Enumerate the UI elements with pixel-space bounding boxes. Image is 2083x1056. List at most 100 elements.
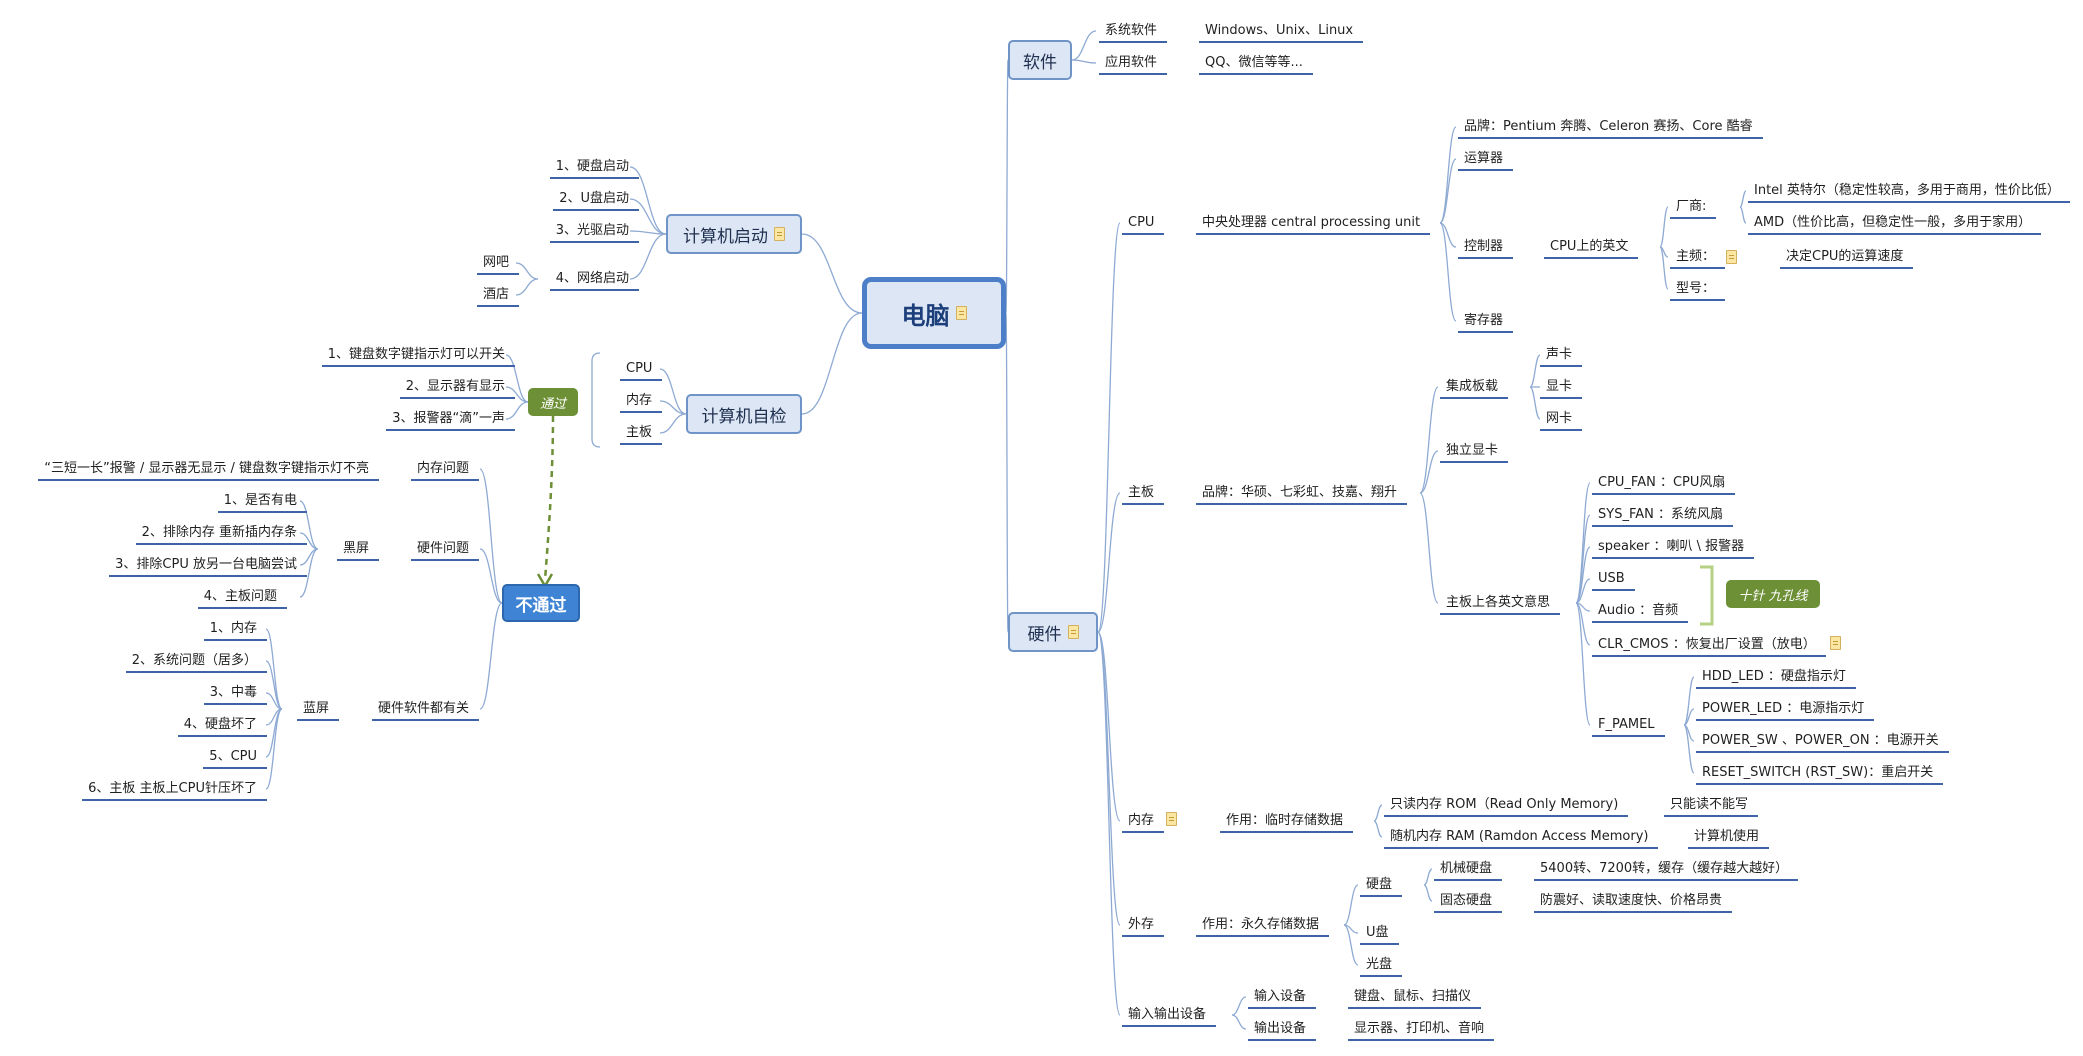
board-label[interactable]: 主板: [1128, 485, 1155, 500]
board-brand[interactable]: 品牌：华硕、七彩虹、技嘉、翔升: [1202, 485, 1398, 500]
storage-hdd[interactable]: 硬盘: [1366, 877, 1393, 892]
memory-rom-desc[interactable]: 只能读不能写: [1670, 797, 1749, 812]
board-english-label[interactable]: 主板上各英文意思: [1446, 595, 1551, 610]
hardware-node[interactable]: 硬件: [1008, 612, 1098, 652]
boot-item-1[interactable]: 1、硬盘启动: [555, 159, 629, 174]
storage-mech-label[interactable]: 机械硬盘: [1440, 861, 1493, 876]
io-input-desc[interactable]: 键盘、鼠标、扫描仪: [1354, 989, 1472, 1004]
cpu-sub-label[interactable]: 中央处理器 central processing unit: [1202, 215, 1421, 230]
boot-node[interactable]: 计算机启动: [666, 214, 802, 254]
boot-item-4[interactable]: 4、网络启动: [555, 271, 629, 286]
root-node[interactable]: 电脑: [862, 277, 1006, 349]
storage-ssd-desc[interactable]: 防震好、读取速度快、价格昂贵: [1540, 893, 1723, 908]
blackscreen-item-2[interactable]: 2、排除内存 重新插内存条: [141, 525, 297, 540]
cpu-vendor-intel[interactable]: Intel 英特尔（稳定性较高，多用于商用，性价比低）: [1754, 183, 2060, 198]
blackscreen-item-3[interactable]: 3、排除CPU 放另一台电脑尝试: [115, 557, 297, 572]
board-english-clrcmos[interactable]: CLR_CMOS ：恢复出厂设置（放电）: [1598, 637, 1816, 652]
fpanel-label[interactable]: F_PAMEL: [1598, 717, 1655, 732]
cpu-freq-value[interactable]: 决定CPU的运算速度: [1786, 249, 1904, 264]
blackscreen-label[interactable]: 黑屏: [342, 541, 369, 556]
pass-item-3[interactable]: 3、报警器“滴”一声: [392, 411, 505, 426]
selftest-item-memory[interactable]: 内存: [626, 393, 653, 408]
board-english-cpufan[interactable]: CPU_FAN ：CPU风扇: [1598, 475, 1726, 490]
pass-tag[interactable]: 通过: [528, 388, 578, 416]
board-english-speaker[interactable]: speaker ：喇叭 \ 报警器: [1598, 539, 1745, 554]
hwsw-issue-label[interactable]: 硬件软件都有关: [377, 701, 469, 716]
memory-ram-label[interactable]: 随机内存 RAM (Ramdon Access Memory): [1390, 829, 1649, 844]
label-underline: [125, 671, 267, 673]
board-english-audio[interactable]: Audio ：音频: [1598, 603, 1679, 618]
board-english-sysfan[interactable]: SYS_FAN ：系统风扇: [1598, 507, 1723, 522]
label-underline: [476, 273, 519, 275]
fpanel-reset[interactable]: RESET_SWITCH (RST_SW)：重启开关: [1702, 765, 1934, 780]
blackscreen-item-1[interactable]: 1、是否有电: [223, 493, 297, 508]
cpu-register[interactable]: 寄存器: [1464, 313, 1504, 328]
memory-label[interactable]: 内存: [1128, 813, 1155, 828]
selftest-node[interactable]: 计算机自检: [686, 394, 802, 434]
storage-disc[interactable]: 光盘: [1366, 957, 1393, 972]
storage-func[interactable]: 作用：永久存储数据: [1202, 917, 1320, 932]
fpanel-powersw[interactable]: POWER_SW 、POWER_ON ：电源开关: [1702, 733, 1939, 748]
io-output-label[interactable]: 输出设备: [1254, 1021, 1307, 1036]
bluescreen-label[interactable]: 蓝屏: [302, 701, 329, 716]
memory-ram-desc[interactable]: 计算机使用: [1694, 829, 1760, 844]
bluescreen-item-3[interactable]: 3、中毒: [209, 685, 257, 700]
memory-func[interactable]: 作用：临时存储数据: [1226, 813, 1344, 828]
io-output-desc[interactable]: 显示器、打印机、音响: [1354, 1021, 1485, 1036]
cpu-label[interactable]: CPU: [1128, 215, 1155, 230]
board-english-usb[interactable]: USB: [1598, 571, 1625, 586]
bluescreen-item-4[interactable]: 4、硬盘坏了: [183, 717, 257, 732]
sw-a: [1071, 30, 1097, 61]
fail-node[interactable]: 不通过: [502, 584, 580, 622]
memory-issue-detail[interactable]: “三短一长”报警 / 显示器无显示 / 键盘数字键指示灯不亮: [44, 461, 369, 476]
cpu-freq-label[interactable]: 主频：: [1676, 249, 1716, 264]
cpu-vendor-label[interactable]: 厂商:: [1676, 199, 1707, 214]
memory-issue-label[interactable]: 内存问题: [416, 461, 469, 476]
bluescreen-item-2[interactable]: 2、系统问题（居多）: [131, 653, 257, 668]
board-integrated-nic[interactable]: 网卡: [1546, 411, 1573, 426]
board-dedicated-gpu[interactable]: 独立显卡: [1446, 443, 1499, 458]
pass-item-2[interactable]: 2、显示器有显示: [405, 379, 505, 394]
software-app-value[interactable]: QQ、微信等等...: [1205, 55, 1303, 70]
pass-item-1[interactable]: 1、键盘数字键指示灯可以开关: [327, 347, 505, 362]
software-system-label[interactable]: 系统软件: [1105, 23, 1158, 38]
selftest-item-cpu[interactable]: CPU: [626, 361, 653, 376]
bluescreen-item-1[interactable]: 1、内存: [209, 621, 257, 636]
storage-mech-desc[interactable]: 5400转、7200转，缓存（缓存越大越好）: [1540, 861, 1789, 876]
board-integrated-gpu[interactable]: 显卡: [1546, 379, 1573, 394]
cpu-controller[interactable]: 控制器: [1464, 239, 1504, 254]
board-integrated-label[interactable]: 集成板载: [1446, 379, 1499, 394]
io-label[interactable]: 输入输出设备: [1128, 1007, 1207, 1022]
cpu-sub-link: [1439, 158, 1457, 224]
label-underline: [321, 365, 515, 367]
selftest-item-board[interactable]: 主板: [626, 425, 653, 440]
boot-network-sub-1[interactable]: 网吧: [482, 255, 509, 270]
fpanel-hddled[interactable]: HDD_LED ：硬盘指示灯: [1702, 669, 1846, 684]
storage-label[interactable]: 外存: [1128, 917, 1155, 932]
label-underline: [1122, 831, 1165, 833]
bluescreen-item-5[interactable]: 5、CPU: [209, 749, 257, 764]
cpu-brand[interactable]: 品牌：Pentium 奔腾、Celeron 赛扬、Core 酷睿: [1464, 119, 1753, 134]
cpu-english[interactable]: CPU上的英文: [1550, 239, 1629, 254]
fpanel-powerled[interactable]: POWER_LED ：电源指示灯: [1702, 701, 1865, 716]
pin-tag[interactable]: 十针 九孔线: [1726, 580, 1820, 608]
software-node[interactable]: 软件: [1008, 40, 1072, 80]
software-system-value[interactable]: Windows、Unix、Linux: [1205, 23, 1354, 38]
storage-usb[interactable]: U盘: [1366, 925, 1389, 940]
cpu-alu[interactable]: 运算器: [1464, 151, 1504, 166]
software-app-label[interactable]: 应用软件: [1105, 55, 1158, 70]
boot-item-3[interactable]: 3、光驱启动: [555, 223, 629, 238]
board-integrated-sound[interactable]: 声卡: [1546, 347, 1573, 362]
cpu-model[interactable]: 型号：: [1676, 281, 1716, 296]
blackscreen-item-4[interactable]: 4、主板问题: [203, 589, 277, 604]
boot-item-2[interactable]: 2、U盘启动: [559, 191, 629, 206]
label-underline: [1248, 1039, 1317, 1041]
storage-ssd-label[interactable]: 固态硬盘: [1440, 893, 1493, 908]
hardware-issue-label[interactable]: 硬件问题: [416, 541, 469, 556]
boot-network-sub-2[interactable]: 酒店: [482, 287, 509, 302]
memory-rom-label[interactable]: 只读内存 ROM（Read Only Memory): [1390, 797, 1619, 812]
io-input-label[interactable]: 输入设备: [1254, 989, 1307, 1004]
bluescreen-item-6[interactable]: 6、主板 主板上CPU针压坏了: [88, 781, 257, 796]
board-english-link: [1575, 578, 1591, 604]
cpu-vendor-amd[interactable]: AMD（性价比高，但稳定性一般，多用于家用）: [1754, 215, 2032, 230]
